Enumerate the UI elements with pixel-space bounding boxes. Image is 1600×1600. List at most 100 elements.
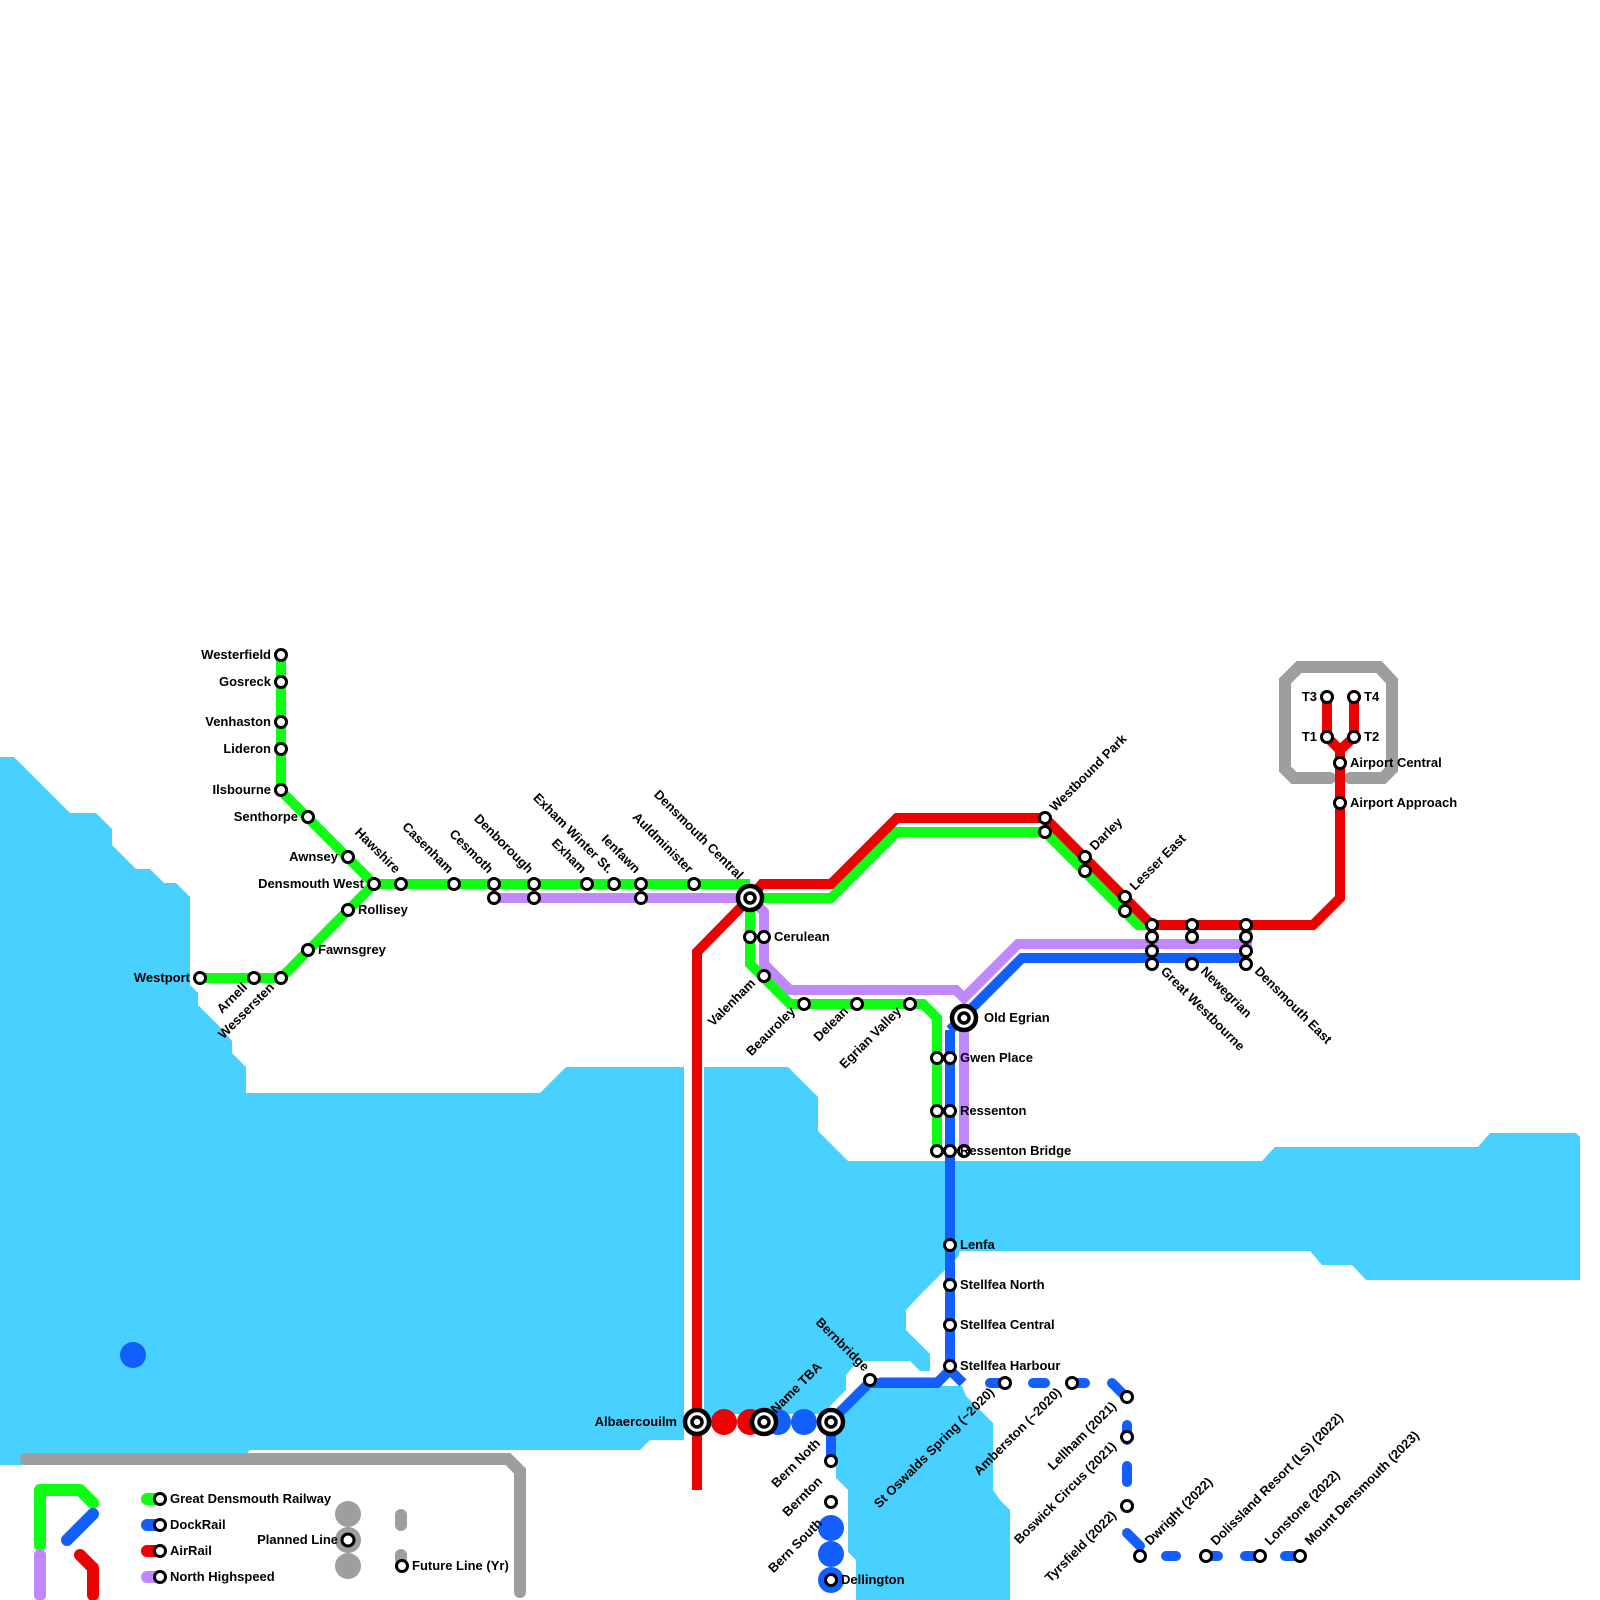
station-ressenton-bridge[interactable] bbox=[943, 1144, 957, 1158]
station-ressenton-gdr[interactable] bbox=[930, 1104, 944, 1118]
station-stellfea-harbour[interactable] bbox=[943, 1359, 957, 1373]
station-great-westbourne-1[interactable] bbox=[1145, 930, 1159, 944]
label-tyrsfield: Tyrsfield (2022) bbox=[1042, 1508, 1119, 1585]
station-lesser-east[interactable] bbox=[1118, 890, 1132, 904]
station-westport[interactable] bbox=[193, 971, 207, 985]
station-t2[interactable] bbox=[1347, 730, 1361, 744]
station-newegrian-air[interactable] bbox=[1185, 918, 1199, 932]
station-egrian-valley[interactable] bbox=[903, 997, 917, 1011]
station-densmouth-west[interactable] bbox=[367, 877, 381, 891]
station-densmouth-east-3[interactable] bbox=[1239, 957, 1253, 971]
station-cerulean[interactable] bbox=[743, 930, 757, 944]
interchange-bern-noth[interactable] bbox=[816, 1407, 846, 1437]
station-bernbridge[interactable] bbox=[863, 1373, 877, 1387]
stations bbox=[193, 648, 1361, 1587]
station-st-oswalds-spring[interactable] bbox=[998, 1376, 1012, 1390]
station-densmouth-east-0[interactable] bbox=[1239, 918, 1253, 932]
legend-entry-airrail: AirRail bbox=[141, 1543, 212, 1558]
station-stellfea-north[interactable] bbox=[943, 1278, 957, 1292]
station-cesmoth[interactable] bbox=[487, 877, 501, 891]
station-t3[interactable] bbox=[1320, 690, 1334, 704]
station-rollisey[interactable] bbox=[341, 903, 355, 917]
station-westbound-park[interactable] bbox=[1038, 811, 1052, 825]
station-lesser-east-gdr[interactable] bbox=[1118, 904, 1132, 918]
label-ilsbourne: Ilsbourne bbox=[212, 782, 271, 797]
station-exham-winter-st[interactable] bbox=[607, 877, 621, 891]
station-airport-approach[interactable] bbox=[1333, 796, 1347, 810]
legend-planned-label: Planned Line bbox=[257, 1532, 338, 1547]
station-airport-central[interactable] bbox=[1333, 756, 1347, 770]
station-gosreck[interactable] bbox=[274, 675, 288, 689]
station-wessersten[interactable] bbox=[274, 971, 288, 985]
station-ressenton-bridge-gdr[interactable] bbox=[930, 1144, 944, 1158]
station-great-westbourne-2[interactable] bbox=[1145, 944, 1159, 958]
station-ressenton[interactable] bbox=[943, 1104, 957, 1118]
station-casenham[interactable] bbox=[447, 877, 461, 891]
station-stellfea-central[interactable] bbox=[943, 1318, 957, 1332]
interchange-densmouth-central[interactable] bbox=[735, 883, 765, 913]
station-cerulean-nh[interactable] bbox=[757, 930, 771, 944]
station-mount-densmouth[interactable] bbox=[1293, 1549, 1307, 1563]
station-ienfawn-nh[interactable] bbox=[634, 891, 648, 905]
label-gosreck: Gosreck bbox=[219, 674, 272, 689]
interchange-albaercouilm[interactable] bbox=[682, 1407, 712, 1437]
label-westerfield: Westerfield bbox=[201, 647, 271, 662]
label-lenfa: Lenfa bbox=[960, 1237, 995, 1252]
label-beauroley: Beauroley bbox=[743, 1003, 799, 1059]
airport-terminal-outline bbox=[1279, 661, 1398, 784]
station-t1[interactable] bbox=[1320, 730, 1334, 744]
legend: Great Densmouth RailwayDockRailAirRailNo… bbox=[20, 1453, 526, 1600]
station-fawnsgrey[interactable] bbox=[301, 943, 315, 957]
station-hawshire[interactable] bbox=[394, 877, 408, 891]
station-t4[interactable] bbox=[1347, 690, 1361, 704]
station-densmouth-east-2[interactable] bbox=[1239, 944, 1253, 958]
station-ienfawn[interactable] bbox=[634, 877, 648, 891]
station-beauroley[interactable] bbox=[797, 997, 811, 1011]
station-newegrian-gdr[interactable] bbox=[1185, 930, 1199, 944]
label-westbound-park: Westbound Park bbox=[1047, 731, 1131, 815]
label-rollisey: Rollisey bbox=[358, 902, 409, 917]
station-senthorpe[interactable] bbox=[301, 810, 315, 824]
station-lellham[interactable] bbox=[1120, 1390, 1134, 1404]
station-gwen_place[interactable] bbox=[943, 1051, 957, 1065]
station-darley-gdr[interactable] bbox=[1078, 864, 1092, 878]
station-great-westbourne-3[interactable] bbox=[1145, 957, 1159, 971]
legend-label: AirRail bbox=[170, 1543, 212, 1558]
station-exham[interactable] bbox=[580, 877, 594, 891]
station-valenham[interactable] bbox=[757, 969, 771, 983]
interchange-old-egrian[interactable] bbox=[949, 1003, 979, 1033]
station-dellington[interactable] bbox=[824, 1573, 838, 1587]
station-newegrian[interactable] bbox=[1185, 957, 1199, 971]
station-tyrsfield[interactable] bbox=[1120, 1499, 1134, 1513]
station-densmouth-east-1[interactable] bbox=[1239, 930, 1253, 944]
interchange-name-tba[interactable] bbox=[749, 1407, 779, 1437]
station-lideron[interactable] bbox=[274, 742, 288, 756]
station-ressenton-bridge-nh[interactable] bbox=[957, 1144, 971, 1158]
station-amberston[interactable] bbox=[1065, 1376, 1079, 1390]
station-dolissland-resort[interactable] bbox=[1199, 1549, 1213, 1563]
label-ressenton: Ressenton bbox=[960, 1103, 1027, 1118]
station-ilsbourne[interactable] bbox=[274, 783, 288, 797]
station-boswick-circus[interactable] bbox=[1120, 1430, 1134, 1444]
station-lonstone[interactable] bbox=[1253, 1549, 1267, 1563]
station-gwen_place-gdr[interactable] bbox=[930, 1051, 944, 1065]
station-westbound-park-gdr[interactable] bbox=[1038, 825, 1052, 839]
station-westerfield[interactable] bbox=[274, 648, 288, 662]
station-bern-noth[interactable] bbox=[824, 1454, 838, 1468]
station-dwright[interactable] bbox=[1133, 1549, 1147, 1563]
legend-label: Great Densmouth Railway bbox=[170, 1491, 332, 1506]
station-lenfa[interactable] bbox=[943, 1238, 957, 1252]
station-bernton[interactable] bbox=[824, 1495, 838, 1509]
station-delean[interactable] bbox=[850, 997, 864, 1011]
station-denborough-nh[interactable] bbox=[527, 891, 541, 905]
legend-future-label: Future Line (Yr) bbox=[412, 1558, 509, 1573]
station-great-westbourne-0[interactable] bbox=[1145, 918, 1159, 932]
station-venhaston[interactable] bbox=[274, 715, 288, 729]
station-cesmoth-nh[interactable] bbox=[487, 891, 501, 905]
station-auldminister[interactable] bbox=[687, 877, 701, 891]
station-denborough[interactable] bbox=[527, 877, 541, 891]
station-awnsey[interactable] bbox=[341, 850, 355, 864]
station-arnell[interactable] bbox=[247, 971, 261, 985]
label-fawnsgrey: Fawnsgrey bbox=[318, 942, 387, 957]
station-darley[interactable] bbox=[1078, 850, 1092, 864]
